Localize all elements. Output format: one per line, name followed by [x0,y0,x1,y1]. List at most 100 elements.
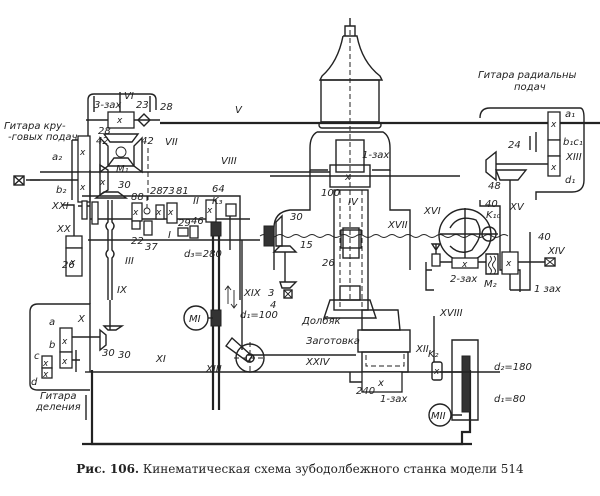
svg-text:240: 240 [356,386,375,397]
svg-text:K₁₀: K₁₀ [486,210,501,221]
svg-text:3-зах: 3-зах [94,100,121,111]
svg-text:30: 30 [102,348,115,359]
svg-text:XI: XI [155,354,166,365]
svg-text:XII: XII [415,344,429,355]
svg-text:x: x [155,208,162,218]
svg-text:XV: XV [509,202,525,213]
svg-text:b: b [49,340,55,351]
svg-text:x: x [550,120,557,130]
svg-text:x: x [206,206,213,216]
svg-text:V: V [235,105,243,116]
feed-box: x x x x x [62,195,241,300]
svg-text:d₂=180: d₂=180 [494,362,532,373]
svg-text:XIII: XIII [205,364,222,375]
svg-text:4: 4 [270,300,276,311]
labels: Гитара кру- -говых подач Гитара радиальн… [4,70,583,422]
shafts [30,121,600,373]
svg-text:VI: VI [124,91,134,102]
svg-text:II: II [193,196,199,207]
svg-text:b₂: b₂ [56,185,66,196]
svg-text:M₁: M₁ [116,164,129,175]
svg-text:3: 3 [268,288,274,299]
svg-text:x: x [550,163,557,173]
svg-text:42: 42 [96,136,109,147]
svg-text:d₃=280: d₃=280 [184,249,222,260]
svg-text:30: 30 [290,212,303,223]
guitar-circular-label: Гитара кру- [4,121,66,132]
svg-text:XX: XX [56,224,72,235]
svg-text:x: x [505,259,512,269]
workpiece-label: Заготовка [306,336,360,347]
svg-text:x: x [167,208,174,218]
svg-text:100: 100 [321,188,340,199]
svg-text:42: 42 [141,136,154,147]
svg-text:d₁=80: d₁=80 [494,394,525,405]
svg-text:1 зах: 1 зах [534,284,561,295]
svg-text:88: 88 [131,192,144,203]
differential-housing: x [86,92,160,200]
circular-feed-guitar: x x x [13,93,157,203]
svg-text:d₁: d₁ [565,175,575,186]
svg-text:x: x [79,183,86,193]
svg-text:x: x [61,337,68,347]
svg-text:x: x [61,357,68,367]
svg-text:x: x [99,178,106,188]
svg-text:30: 30 [118,180,131,191]
figure-caption: Рис. 106. Кинематическая схема зубодолбе… [0,462,600,476]
svg-text:подач: подач [514,82,546,93]
work-table: x [349,309,411,393]
svg-text:a: a [49,317,55,328]
svg-text:XXIV: XXIV [305,357,331,368]
svg-text:1-зах: 1-зах [362,150,389,161]
svg-text:22: 22 [131,236,144,247]
svg-text:x: x [344,172,351,183]
crank-15 [263,214,298,299]
svg-text:d₁=100: d₁=100 [240,310,278,321]
svg-text:40: 40 [538,232,551,243]
svg-text:40: 40 [485,199,498,210]
machine-base [82,370,472,446]
division-guitar: x x x x [29,170,125,420]
handwheel-square [13,175,25,186]
belt-drive-2: x [428,316,500,427]
svg-text:деления: деления [35,402,81,413]
svg-text:46: 46 [191,216,204,227]
svg-text:24: 24 [508,140,521,151]
svg-text:MII: MII [431,411,446,422]
cam-k1-group: x x [425,208,556,291]
cutter-column: x [273,18,411,319]
guitar-division-label: Гитара [40,391,77,402]
svg-text:15: 15 [300,240,313,251]
svg-text:73: 73 [162,186,175,197]
caption-text: Кинематическая схема зубодолбежного стан… [142,462,524,476]
svg-text:x: x [69,258,76,268]
svg-text:IV: IV [348,197,359,208]
svg-text:M₂: M₂ [484,279,497,290]
svg-text:x: x [116,116,123,126]
svg-text:x: x [433,367,440,377]
svg-text:d: d [31,377,38,388]
cam-mechanism [225,336,266,374]
svg-text:x: x [42,370,49,380]
svg-text:28: 28 [160,102,173,113]
svg-text:K₃: K₃ [212,196,223,207]
svg-text:x: x [42,359,49,369]
svg-text:x: x [79,148,86,158]
svg-text:64: 64 [212,184,225,195]
svg-text:28: 28 [98,126,111,137]
svg-text:XVII: XVII [387,220,408,231]
svg-text:29: 29 [178,218,191,229]
svg-text:b₁c₁: b₁c₁ [563,137,583,148]
svg-text:-говых подач: -говых подач [8,132,78,143]
cutter-label: Долбяк [301,315,341,327]
svg-text:X: X [77,314,86,325]
svg-text:a₂: a₂ [52,152,62,163]
svg-text:XXI: XXI [51,201,69,212]
svg-text:III: III [125,256,134,267]
caption-prefix: Рис. 106. [76,462,140,476]
svg-text:x: x [461,260,468,270]
svg-text:c: c [34,351,40,362]
svg-text:XVI: XVI [423,206,441,217]
svg-text:23: 23 [136,100,149,111]
